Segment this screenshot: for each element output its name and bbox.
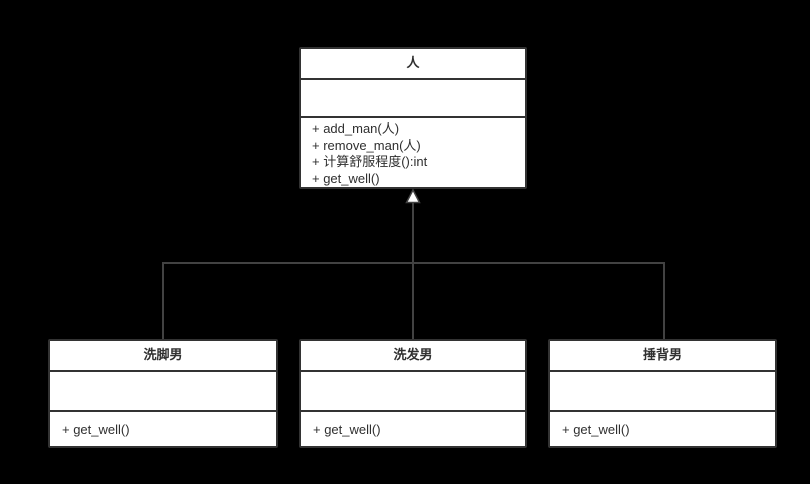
- class-methods-foot-washer: + get_well(): [50, 412, 276, 439]
- class-title-back-pounder: 捶背男: [550, 341, 775, 372]
- class-box-foot-washer[interactable]: 洗脚男 + get_well(): [48, 339, 278, 448]
- class-box-person[interactable]: 人 + add_man(人) + remove_man(人) + 计算舒服程度(…: [299, 47, 527, 189]
- method-item: + 计算舒服程度():int: [312, 154, 428, 169]
- class-box-hair-washer[interactable]: 洗发男 + get_well(): [299, 339, 527, 448]
- class-box-back-pounder[interactable]: 捶背男 + get_well(): [548, 339, 777, 448]
- method-item: + get_well(): [312, 170, 380, 186]
- class-methods-back-pounder: + get_well(): [550, 412, 775, 439]
- class-title-foot-washer: 洗脚男: [50, 341, 276, 372]
- method-item: + get_well(): [562, 422, 630, 437]
- class-attributes-hair-washer: [301, 372, 525, 412]
- class-methods-person: + add_man(人) + remove_man(人) + 计算舒服程度():…: [301, 118, 525, 187]
- generalization-arrowhead-icon: [405, 188, 421, 204]
- class-title-person: 人: [301, 49, 525, 80]
- method-item: + get_well(): [62, 422, 130, 437]
- class-methods-hair-washer: + get_well(): [301, 412, 525, 439]
- class-attributes-foot-washer: [50, 372, 276, 412]
- class-attributes-back-pounder: [550, 372, 775, 412]
- class-title-hair-washer: 洗发男: [301, 341, 525, 372]
- method-item: + remove_man(人): [312, 137, 421, 153]
- class-attributes-person: [301, 80, 525, 118]
- method-item: + add_man(人): [312, 121, 400, 136]
- method-item: + get_well(): [313, 422, 381, 437]
